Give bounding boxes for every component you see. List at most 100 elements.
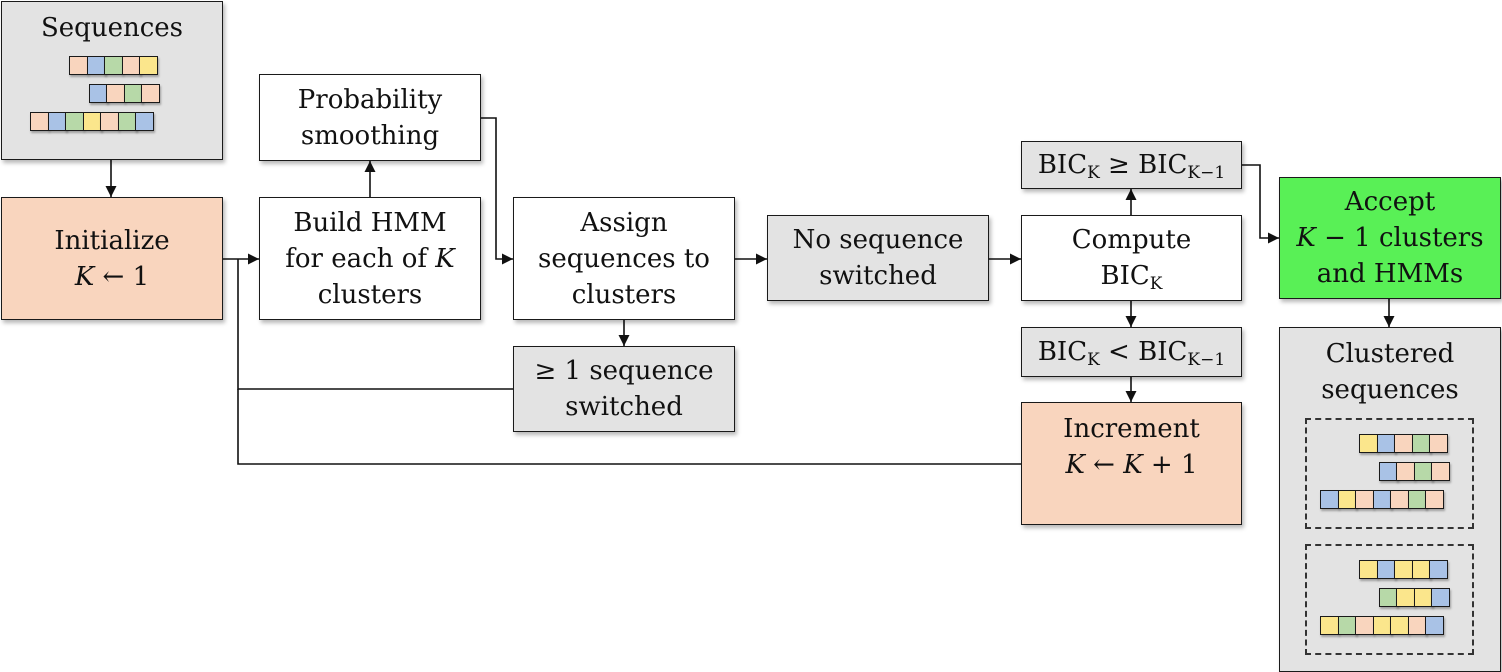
initialize-formula: K ← 1 xyxy=(74,261,150,292)
input-sequence-row-1 xyxy=(69,56,158,75)
input-sequence-cell xyxy=(30,112,49,131)
cluster2-sequence-cell xyxy=(1355,616,1374,635)
smoothing-line1: Probability xyxy=(297,84,443,115)
cluster1-sequence-cell xyxy=(1394,434,1413,453)
bic-ge-formula: BICK ≥ BICK−1 xyxy=(1037,150,1226,183)
noswitch-line1: No sequence xyxy=(792,225,964,255)
compute-line1: Compute xyxy=(1071,225,1192,255)
probability-smoothing-box: Probability smoothing xyxy=(259,74,481,161)
noswitch-line2: switched xyxy=(819,261,937,291)
cluster1-sequence-row-2 xyxy=(1378,462,1450,481)
arrow-smoothing-to-assign xyxy=(481,117,513,265)
bic-ge-box: BICK ≥ BICK−1 xyxy=(1021,141,1242,189)
build-line2: for each of K xyxy=(285,243,455,274)
cluster1-sequence-cell xyxy=(1390,490,1409,509)
input-sequence-cell xyxy=(141,84,160,103)
build-hmm-box: Build HMM for each of K clusters xyxy=(259,197,481,320)
input-sequence-cell xyxy=(123,84,143,103)
cluster-group-2 xyxy=(1305,544,1474,655)
initialize-label: Initialize xyxy=(54,225,170,256)
cluster1-sequence-cell xyxy=(1320,490,1339,509)
clustered-line1: Clustered xyxy=(1325,339,1455,369)
input-sequence-cell xyxy=(117,112,137,131)
input-sequence-cell xyxy=(82,112,102,131)
sequences-title: Sequences xyxy=(40,13,183,43)
input-sequence-cell xyxy=(135,112,154,131)
input-sequence-cell xyxy=(88,84,108,103)
bic-lt-formula: BICK < BICK−1 xyxy=(1037,337,1226,370)
cluster1-sequence-cell xyxy=(1372,490,1392,509)
cluster1-sequence-cell xyxy=(1359,434,1378,453)
accept-box: Accept K − 1 clusters and HMMs xyxy=(1279,177,1501,299)
increment-formula: K ← K + 1 xyxy=(1065,450,1198,480)
cluster2-sequence-cell xyxy=(1407,616,1427,635)
input-sequence-cell xyxy=(139,56,158,75)
cluster2-sequence-cell xyxy=(1394,560,1413,579)
cluster1-sequence-row-3 xyxy=(1320,490,1444,509)
cluster1-sequence-cell xyxy=(1413,462,1433,481)
cluster2-sequence-cell xyxy=(1376,560,1396,579)
cluster2-sequence-cell xyxy=(1378,588,1398,607)
clustered-line2: sequences xyxy=(1321,375,1459,405)
cluster1-sequence-cell xyxy=(1429,434,1448,453)
cluster1-sequence-cell xyxy=(1425,490,1444,509)
cluster2-sequence-cell xyxy=(1337,616,1357,635)
input-sequence-cell xyxy=(47,112,67,131)
input-sequence-cell xyxy=(86,56,106,75)
increment-label: Increment xyxy=(1063,414,1200,444)
cluster-group-1 xyxy=(1305,418,1474,529)
switched-line1: ≥ 1 sequence xyxy=(534,356,714,386)
cluster2-sequence-row-3 xyxy=(1320,616,1444,635)
input-sequence-cell xyxy=(69,56,88,75)
cluster2-sequence-cell xyxy=(1372,616,1392,635)
smoothing-line2: smoothing xyxy=(300,120,440,151)
initialize-box: Initialize K ← 1 xyxy=(1,197,223,320)
input-sequence-row-2 xyxy=(88,84,160,103)
bic-lt-box: BICK < BICK−1 xyxy=(1021,327,1242,377)
cluster2-sequence-cell xyxy=(1320,616,1339,635)
compute-bic-box: Compute BICK xyxy=(1021,215,1242,301)
cluster2-sequence-cell xyxy=(1425,616,1444,635)
compute-line2: BICK xyxy=(1100,261,1163,294)
input-sequence-cell xyxy=(121,56,141,75)
cluster2-sequence-row-1 xyxy=(1359,560,1448,579)
input-sequence-cell xyxy=(100,112,119,131)
cluster1-sequence-cell xyxy=(1407,490,1427,509)
cluster1-sequence-row-1 xyxy=(1359,434,1448,453)
cluster1-sequence-cell xyxy=(1378,462,1398,481)
input-sequence-row-3 xyxy=(30,112,154,131)
switched-line2: switched xyxy=(565,392,683,422)
cluster1-sequence-cell xyxy=(1376,434,1396,453)
cluster1-sequence-cell xyxy=(1337,490,1357,509)
cluster1-sequence-cell xyxy=(1396,462,1415,481)
input-sequence-cell xyxy=(104,56,123,75)
cluster1-sequence-cell xyxy=(1431,462,1450,481)
input-sequence-cell xyxy=(106,84,125,103)
cluster1-sequence-cell xyxy=(1411,434,1431,453)
cluster2-sequence-cell xyxy=(1413,588,1433,607)
cluster2-sequence-row-2 xyxy=(1378,588,1450,607)
increment-box: Increment K ← K + 1 xyxy=(1021,402,1242,525)
no-sequence-switched-box: No sequence switched xyxy=(767,215,989,301)
accept-line2: K − 1 clusters xyxy=(1296,223,1484,253)
assign-line1: Assign xyxy=(580,207,668,238)
assign-line3: clusters xyxy=(571,279,677,310)
cluster2-sequence-cell xyxy=(1359,560,1378,579)
cluster1-sequence-cell xyxy=(1355,490,1374,509)
cluster2-sequence-cell xyxy=(1411,560,1431,579)
arrow-bicge-to-accept xyxy=(1242,164,1279,244)
sequence-switched-box: ≥ 1 sequence switched xyxy=(513,346,735,432)
accept-line1: Accept xyxy=(1344,187,1436,217)
cluster2-sequence-cell xyxy=(1390,616,1409,635)
assign-sequences-box: Assign sequences to clusters xyxy=(513,197,735,320)
build-line1: Build HMM xyxy=(293,207,447,238)
accept-line3: and HMMs xyxy=(1316,259,1464,289)
sequences-box: Sequences xyxy=(1,1,223,160)
cluster2-sequence-cell xyxy=(1431,588,1450,607)
build-line3: clusters xyxy=(317,279,423,310)
cluster2-sequence-cell xyxy=(1396,588,1415,607)
assign-line2: sequences to xyxy=(538,243,710,274)
cluster2-sequence-cell xyxy=(1429,560,1448,579)
input-sequence-cell xyxy=(65,112,84,131)
